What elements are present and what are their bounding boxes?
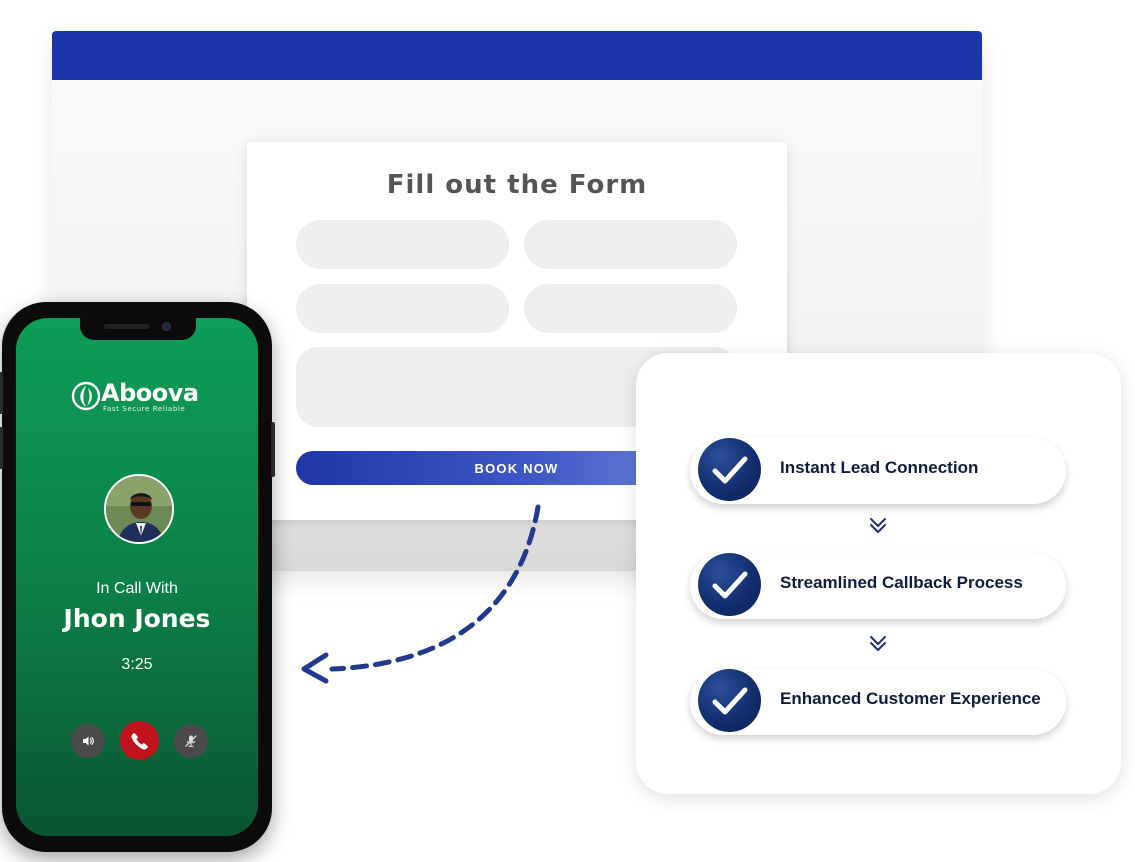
- caller-name: Jhon Jones: [63, 604, 211, 633]
- phone-volume-down-button: [0, 427, 3, 469]
- phone-mockup: Aboova Fast Secure Reliable In Call With…: [0, 302, 275, 852]
- brand-name: Aboova: [101, 379, 199, 407]
- feature-item: Instant Lead Connection: [690, 438, 1066, 504]
- brand-tagline: Fast Secure Reliable: [103, 405, 186, 413]
- browser-title-bar: [52, 31, 982, 80]
- form-field-2[interactable]: [524, 220, 737, 269]
- caller-avatar: [104, 474, 174, 544]
- brand-logo: Aboova Fast Secure Reliable: [70, 378, 210, 414]
- phone-notch: [80, 318, 196, 340]
- feature-label: Streamlined Callback Process: [780, 573, 1023, 592]
- microphone-off-icon: [185, 735, 197, 747]
- phone-screen: Aboova Fast Secure Reliable In Call With…: [16, 318, 258, 836]
- phone-volume-up-button: [0, 372, 3, 414]
- call-duration: 3:25: [121, 656, 153, 673]
- phone-power-button: [271, 422, 275, 477]
- chevron-double-down-icon: [870, 636, 886, 651]
- check-icon: [712, 456, 747, 483]
- feature-item: Streamlined Callback Process: [690, 553, 1066, 619]
- form-field-3[interactable]: [296, 284, 509, 333]
- check-circle: [698, 669, 761, 732]
- form-title: Fill out the Form: [386, 170, 648, 200]
- person-icon: [106, 476, 172, 542]
- leaf-logo-icon: [71, 381, 101, 411]
- chevron-double-down-icon: [870, 518, 886, 533]
- earpiece-speaker: [104, 324, 150, 329]
- features-card: Instant Lead Connection Streamlined Call…: [636, 353, 1121, 794]
- speaker-icon: [83, 736, 94, 746]
- end-call-button[interactable]: [120, 721, 159, 760]
- check-circle: [698, 553, 761, 616]
- check-icon: [712, 687, 747, 714]
- form-field-1[interactable]: [296, 220, 509, 269]
- phone-icon: [130, 732, 148, 750]
- feature-item: Enhanced Customer Experience: [690, 669, 1066, 735]
- mute-button[interactable]: [174, 724, 208, 758]
- feature-label: Instant Lead Connection: [780, 458, 979, 477]
- form-field-4[interactable]: [524, 284, 737, 333]
- dashed-arrow-icon: [301, 504, 541, 684]
- feature-label: Enhanced Customer Experience: [780, 689, 1041, 708]
- speaker-button[interactable]: [71, 724, 105, 758]
- front-camera-icon: [162, 322, 171, 331]
- check-icon: [712, 571, 747, 598]
- check-circle: [698, 438, 761, 501]
- call-status-label: In Call With: [96, 580, 178, 597]
